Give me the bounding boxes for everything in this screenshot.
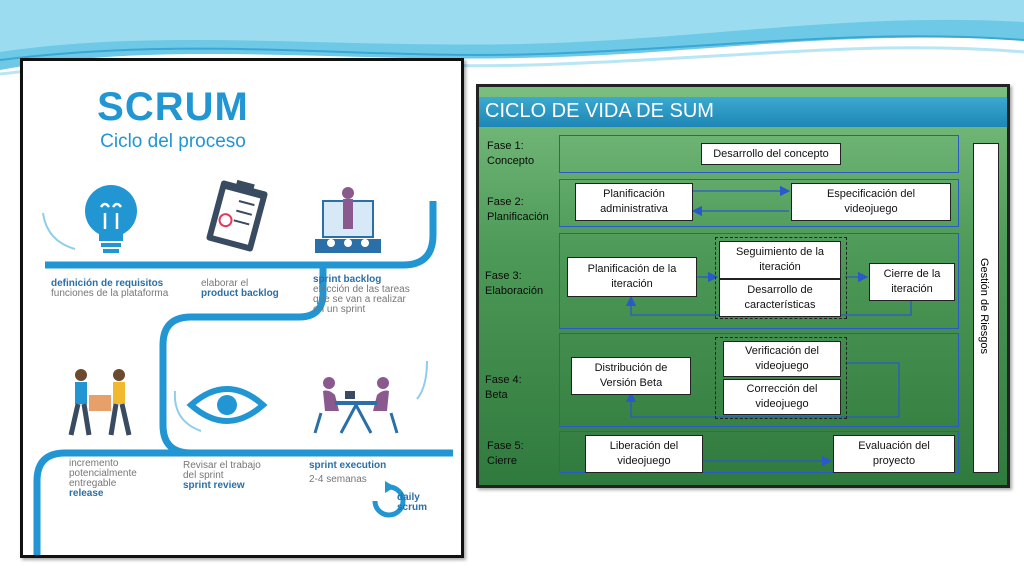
- scrum-process-panel: SCRUM Ciclo del proceso: [20, 58, 464, 558]
- clipboard-icon: [206, 179, 268, 252]
- phase-row-2: [559, 179, 959, 227]
- scrum-flow-graphic: [33, 179, 453, 555]
- risk-management-bar: Gestión de Riesgos: [973, 143, 999, 473]
- step-product-backlog: elaborar el product backlog: [201, 278, 279, 299]
- scrum-subtitle: Ciclo del proceso: [100, 131, 246, 152]
- step-daily-scrum: daily scrum: [397, 492, 428, 513]
- phase-row-4: [559, 333, 959, 427]
- iteration-group: [715, 237, 847, 319]
- scrum-title: SCRUM: [97, 85, 249, 129]
- step-sprint-backlog: sprint backlog elección de las tareas qu…: [313, 274, 410, 315]
- refresh-icon: [372, 481, 406, 518]
- box-desarrollo-concepto: Desarrollo del concepto: [701, 143, 841, 165]
- phase-label-2: Fase 2:Planificación: [487, 196, 549, 223]
- handshake-icon: [68, 369, 132, 436]
- step-requirements: definición de requisitos funciones de la…: [51, 278, 169, 299]
- presentation-icon: [315, 187, 381, 253]
- phase-label-1: Fase 1:Concepto: [487, 140, 535, 167]
- eye-icon: [186, 386, 268, 424]
- scrum-path: [45, 201, 437, 269]
- step-sprint-execution: sprint execution 2-4 semanas: [309, 460, 387, 485]
- sum-lifecycle-panel: CICLO DE VIDA DE SUM Fase 1:Concepto Fas…: [476, 84, 1010, 488]
- background-waves: [0, 0, 1024, 76]
- beta-group: [715, 337, 847, 419]
- phase-label-4: Fase 4:Beta: [485, 374, 522, 401]
- phase-label-5: Fase 5:Cierre: [487, 440, 524, 467]
- flow-arrows: [625, 185, 912, 467]
- phase-row-5: [559, 431, 959, 473]
- team-table-icon: [313, 377, 399, 434]
- step-release: incremento potencialmente entregable rel…: [69, 458, 137, 499]
- lightbulb-icon: [85, 185, 137, 253]
- sum-title: CICLO DE VIDA DE SUM: [485, 100, 714, 122]
- sum-header: CICLO DE VIDA DE SUM: [479, 97, 1007, 127]
- phase-label-3: Fase 3:Elaboración: [485, 270, 544, 297]
- phase-row-1: [559, 135, 959, 173]
- step-sprint-review: Revisar el trabajo del sprint sprint rev…: [183, 460, 261, 491]
- phase-row-3: [559, 233, 959, 329]
